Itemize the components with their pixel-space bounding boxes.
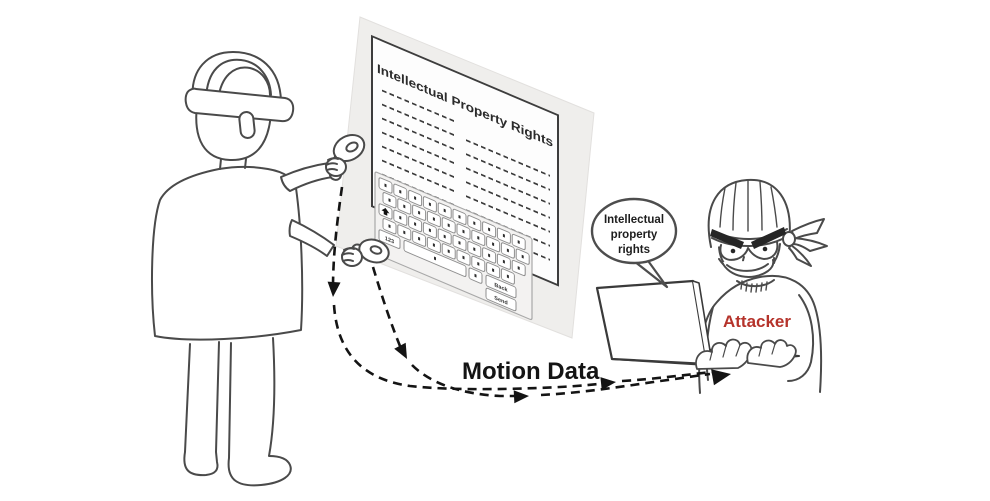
attacker-head — [707, 178, 828, 278]
motion-data-label: Motion Data — [462, 358, 600, 385]
speech-bubble: Intellectual property rights — [590, 197, 678, 289]
vr-headset — [184, 51, 295, 139]
attacker-eye-left — [730, 248, 736, 254]
speech-bubble-line2: property — [611, 229, 658, 241]
motion-stream-upper — [332, 304, 713, 391]
key-label: 123 — [385, 236, 394, 246]
headset-band — [184, 87, 295, 123]
attacker-collar — [736, 279, 775, 288]
vr-user-arm-lower — [288, 219, 335, 257]
headset-ear-tab — [238, 111, 256, 139]
arrowhead-icon — [600, 377, 616, 391]
vr-user-hand-upper — [325, 157, 347, 177]
flow-arrowheads — [327, 281, 731, 404]
vr-user-torso — [151, 165, 304, 341]
speech-bubble-line3: rights — [618, 244, 650, 256]
arrowhead-icon — [394, 342, 407, 359]
arrowhead-icon — [327, 281, 341, 297]
vr-controller-lower — [351, 238, 390, 264]
motion-data-flow — [331, 186, 713, 398]
speech-bubble-line1: Intellectual — [604, 214, 664, 226]
vr-user-arm-upper — [280, 162, 334, 192]
key-label: Back — [494, 282, 508, 294]
key-label: Send — [494, 295, 508, 307]
trajectory-lower-controller — [371, 266, 404, 352]
vr-user-figure — [151, 51, 390, 487]
vr-user-foot-left — [183, 451, 219, 477]
trajectory-upper-controller — [331, 186, 344, 289]
vr-user-legs — [184, 343, 191, 453]
bandana-knot — [782, 218, 828, 267]
bandana — [707, 178, 791, 248]
attacker-eyebrows — [710, 227, 786, 249]
vr-user-foot-right — [227, 455, 292, 487]
shift-arrow-icon — [381, 207, 390, 216]
vr-user-hand-lower — [341, 247, 363, 267]
attacker-eye-right — [762, 246, 768, 252]
speech-bubble-body — [590, 197, 678, 265]
attacker-hands — [695, 338, 797, 370]
arrowhead-icon — [513, 390, 529, 404]
attacker-label: Attacker — [723, 312, 791, 331]
attacker-grin — [721, 259, 775, 278]
eye-mask — [719, 241, 779, 261]
arrowhead-icon — [711, 369, 731, 386]
laptop-screen — [595, 279, 709, 366]
